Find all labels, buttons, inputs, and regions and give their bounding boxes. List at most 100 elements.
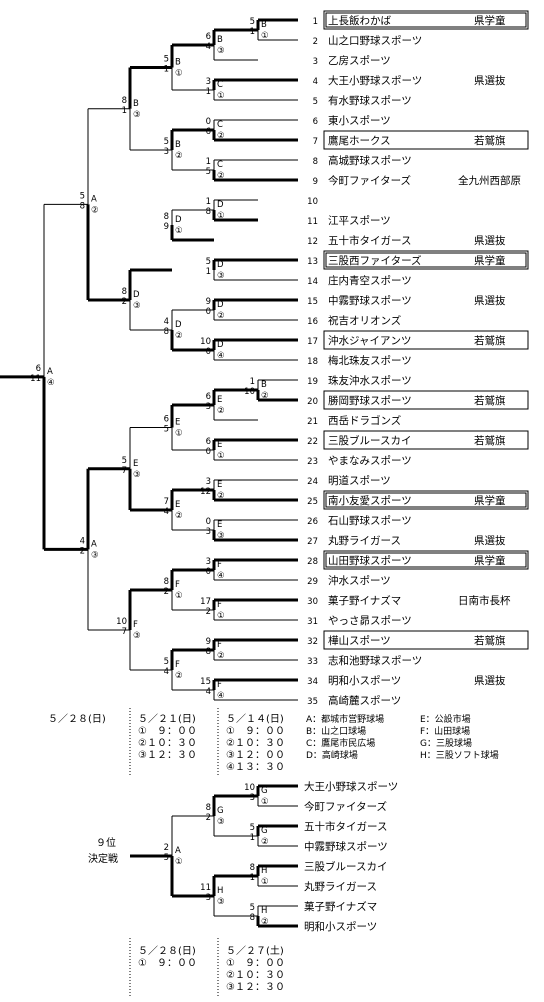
team-name: 江平スポーツ	[328, 215, 391, 227]
score-top: 10	[200, 337, 211, 347]
team-highlight-box	[323, 250, 529, 270]
match-slot: ②	[217, 131, 225, 141]
score-top: 7	[164, 497, 169, 507]
venue-2-0: C：鷹尾市民広場	[306, 739, 376, 749]
team-number: 15	[307, 297, 318, 307]
ninth-col2-1: ① ９：００	[226, 958, 285, 969]
venue-code: D	[175, 215, 182, 225]
score-top: 5	[164, 55, 169, 65]
team-award-tag: 県学童	[474, 554, 506, 567]
score-bottom: 1	[206, 267, 211, 277]
ninth-team-name: 明和小スポーツ	[304, 921, 377, 933]
team-highlight-box	[323, 430, 529, 450]
team-name: 三股ブルースカイ	[328, 434, 411, 447]
venue-code: E	[175, 418, 180, 428]
schedule-col2-3: ③１２：００	[226, 750, 285, 761]
venue-code: F	[175, 580, 180, 590]
venue-code: E	[217, 395, 222, 405]
match-slot: ③	[133, 301, 141, 311]
score-top: 0	[206, 517, 211, 527]
team-number: 19	[307, 377, 318, 387]
team-award-tag: 県学童	[474, 14, 506, 27]
match-slot: ②	[261, 391, 269, 401]
team-name: 三股西ファイターズ	[328, 254, 422, 267]
score-bottom: 4	[206, 42, 211, 52]
score-bottom: 8	[80, 201, 85, 211]
match-slot: ③	[217, 531, 225, 541]
score-bottom: 4	[164, 507, 169, 517]
match-slot: ①	[175, 69, 183, 79]
team-number: 31	[307, 617, 318, 627]
team-number: 20	[307, 397, 318, 407]
team-award-tag: 若鷲旗	[474, 434, 506, 447]
team-number: 32	[307, 637, 318, 647]
team-award-tag: 県選抜	[474, 534, 506, 547]
team-name: 勝岡野球スポーツ	[328, 394, 412, 407]
venue-0-0: A：都城市営野球場	[306, 715, 385, 725]
score-bottom: 1	[164, 65, 169, 75]
score-bottom: 5	[164, 853, 169, 863]
match-slot: ①	[261, 877, 269, 887]
match-slot: ②	[217, 491, 225, 501]
score-top: 8	[164, 212, 169, 222]
team-number: 29	[307, 577, 318, 587]
score-bottom: 3	[206, 527, 211, 537]
score-top: 10	[116, 617, 127, 627]
score-top: 5	[206, 257, 211, 267]
team-award-tag: 県選抜	[474, 294, 506, 307]
ninth-team-name: 今町ファイターズ	[304, 800, 387, 813]
team-name: 山田野球スポーツ	[328, 554, 412, 567]
venue-code: H	[261, 866, 267, 876]
score-bottom: 3	[164, 147, 169, 157]
match-slot: ③	[133, 470, 141, 480]
score-top: 1	[206, 157, 211, 167]
ninth-team-name: 菓子野イナズマ	[304, 900, 377, 913]
venue-code: G	[217, 806, 224, 816]
match-slot: ④	[47, 378, 55, 388]
team-name: 志和池野球スポーツ	[328, 654, 422, 667]
team-name: 祝吉オリオンズ	[328, 314, 401, 327]
team-name: 西岳ドラゴンズ	[328, 414, 401, 427]
team-name: 山之口野球スポーツ	[328, 34, 422, 47]
final-date: ５／２８(日)	[48, 714, 106, 725]
ninth-col2-3: ③１２：３０	[226, 982, 285, 993]
team-name: 東小スポーツ	[328, 114, 391, 127]
team-highlight-inner-box	[325, 552, 527, 568]
score-bottom: 12	[200, 487, 211, 497]
score-bottom: 11	[30, 374, 41, 384]
venue-3-1: H：三股ソフト球場	[420, 751, 499, 761]
match-slot: ②	[217, 311, 225, 321]
venue-code: D	[217, 300, 224, 310]
team-award-tag: 若鷲旗	[474, 634, 506, 647]
score-top: 5	[164, 657, 169, 667]
team-award-tag: 若鷲旗	[474, 394, 506, 407]
score-top: 8	[164, 577, 169, 587]
venue-code: E	[217, 520, 222, 530]
venue-code: C	[217, 160, 223, 170]
team-number: 22	[307, 437, 318, 447]
team-number: 8	[313, 157, 318, 167]
match-slot: ①	[217, 211, 225, 221]
score-bottom: 6	[206, 127, 211, 137]
match-slot: ③	[217, 271, 225, 281]
schedule-col1-0: ５／２１(日)	[138, 714, 196, 725]
venue-code: D	[217, 200, 224, 210]
team-award-tag: 県選抜	[474, 674, 506, 687]
team-number: 18	[307, 357, 318, 367]
team-name: 明道スポーツ	[328, 474, 391, 487]
venue-code: C	[217, 120, 223, 130]
match-slot: ③	[91, 550, 99, 560]
match-slot: ③	[133, 110, 141, 120]
match-slot: ④	[217, 351, 225, 361]
venue-code: F	[217, 680, 222, 690]
schedule-col1-1: ① ９：００	[138, 726, 197, 737]
team-number: 14	[307, 277, 318, 287]
score-top: 8	[122, 96, 127, 106]
ninth-team-name: 五十市タイガース	[304, 820, 387, 833]
team-name: 菓子野イナズマ	[328, 594, 401, 607]
score-top: 3	[206, 77, 211, 87]
score-top: 5	[250, 903, 255, 913]
score-top: 1	[250, 377, 255, 387]
team-number: 34	[307, 677, 318, 687]
match-slot: ④	[217, 571, 225, 581]
